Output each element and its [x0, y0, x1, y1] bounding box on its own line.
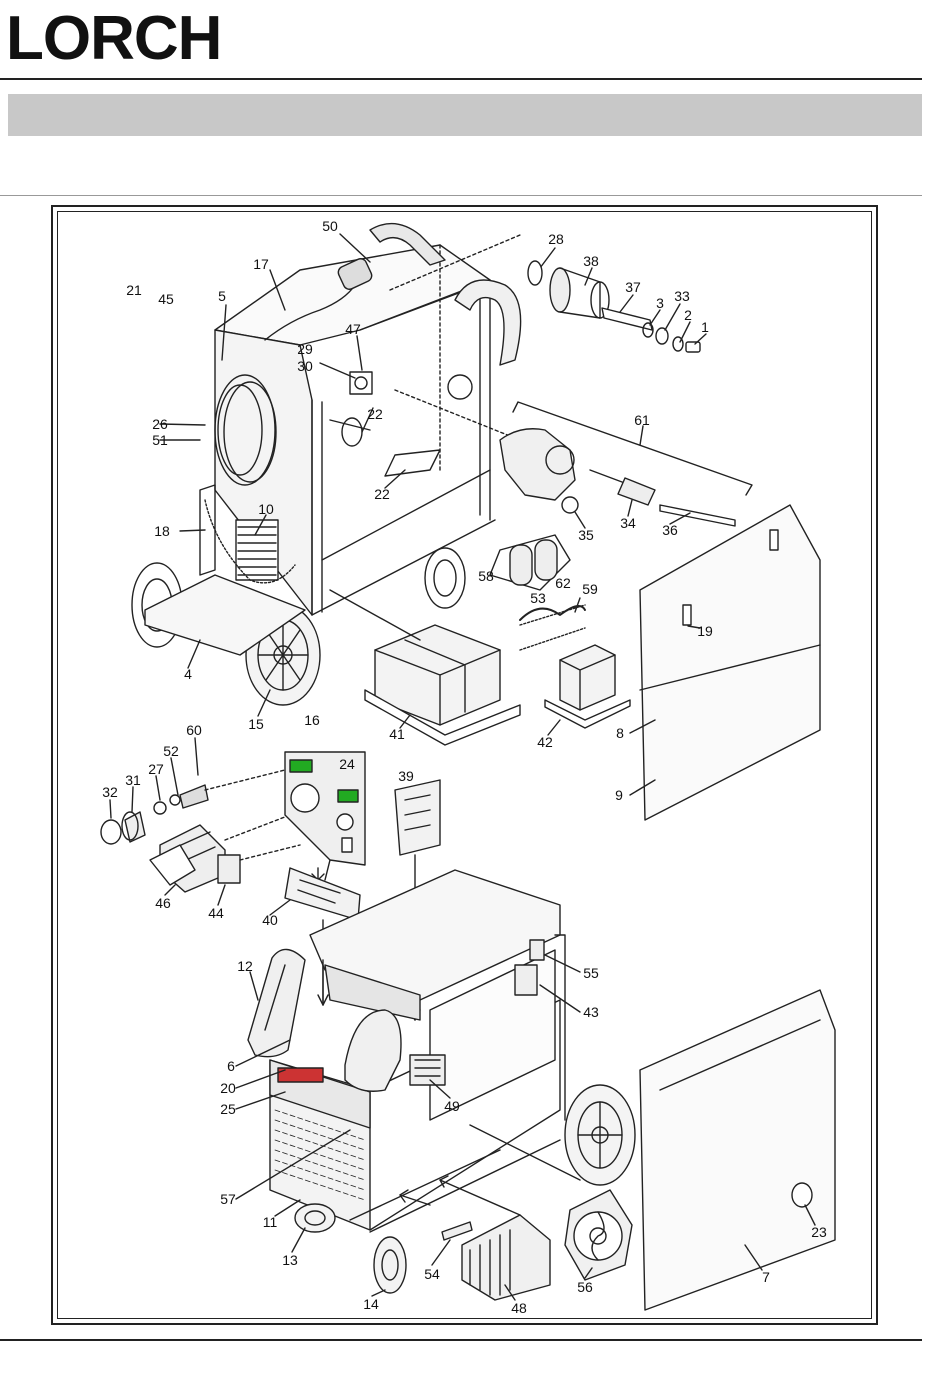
callout-label: 36	[662, 522, 678, 538]
callout-label: 53	[530, 590, 546, 606]
callout-label: 39	[398, 768, 414, 784]
callout-label: 61	[634, 412, 650, 428]
callout-label: 1	[701, 319, 709, 335]
callout-label: 50	[322, 218, 338, 234]
callout-label: 24	[339, 756, 355, 772]
callout-label: 5	[218, 288, 226, 304]
callout-label: 27	[148, 761, 164, 777]
callout-label: 62	[555, 575, 571, 591]
callout-label: 23	[811, 1224, 827, 1240]
callout-label: 25	[220, 1101, 236, 1117]
heatsink-parts	[432, 1215, 550, 1300]
callout-label: 16	[304, 712, 320, 728]
callout-label: 44	[208, 905, 224, 921]
callout-label: 29	[297, 341, 313, 357]
callout-label: 28	[548, 231, 564, 247]
callout-label: 45	[158, 291, 174, 307]
auxiliary-transformer	[545, 645, 630, 735]
callout-label: 32	[102, 784, 118, 800]
callout-label: 37	[625, 279, 641, 295]
callout-label: 12	[237, 958, 253, 974]
callout-label: 38	[583, 253, 599, 269]
callout-label: 14	[363, 1296, 379, 1312]
callout-label: 4	[184, 666, 192, 682]
callout-label: 47	[345, 321, 361, 337]
callout-label: 15	[248, 716, 264, 732]
side-panel-upper	[630, 505, 820, 820]
callout-label: 17	[253, 256, 269, 272]
callout-label: 56	[577, 1279, 593, 1295]
callout-label: 40	[262, 912, 278, 928]
callout-label: 60	[186, 722, 202, 738]
upper-chassis	[132, 224, 555, 716]
callout-label: 26	[152, 416, 168, 432]
callout-label: 58	[478, 568, 494, 584]
callout-label: 3	[656, 295, 664, 311]
callout-label: 13	[282, 1252, 298, 1268]
control-parts	[101, 738, 300, 905]
callout-label: 11	[263, 1214, 278, 1230]
callout-label: 33	[674, 288, 690, 304]
callout-label: 35	[578, 527, 594, 543]
callout-label: 41	[389, 726, 405, 742]
footer-rule	[0, 1339, 922, 1341]
callout-label: 48	[511, 1300, 527, 1316]
callout-label: 7	[762, 1269, 770, 1285]
callout-label: 34	[620, 515, 636, 531]
callout-label: 59	[582, 581, 598, 597]
callout-label: 21	[126, 282, 142, 298]
callout-label: 22	[374, 486, 390, 502]
callout-label: 52	[163, 743, 179, 759]
callout-label: 2	[684, 307, 692, 323]
callout-label: 6	[227, 1058, 235, 1074]
callout-label: 18	[154, 523, 170, 539]
callout-label: 57	[220, 1191, 236, 1207]
callout-label: 22	[367, 406, 383, 422]
side-panel-lower	[640, 990, 835, 1310]
callout-label: 49	[444, 1098, 460, 1114]
callout-label: 8	[616, 725, 624, 741]
callout-label: 43	[583, 1004, 599, 1020]
callout-label: 9	[615, 787, 623, 803]
main-transformer	[330, 590, 520, 745]
callout-label: 42	[537, 734, 553, 750]
callout-label: 46	[155, 895, 171, 911]
callout-label: 30	[297, 358, 313, 374]
callout-label: 20	[220, 1080, 236, 1096]
callout-label: 31	[125, 772, 141, 788]
callout-label: 51	[152, 432, 168, 448]
cooling-fan	[565, 1190, 632, 1280]
callout-label: 19	[697, 623, 713, 639]
wire-feed-unit	[395, 390, 752, 528]
callout-label: 54	[424, 1266, 440, 1282]
callout-label: 55	[583, 965, 599, 981]
callout-label: 10	[258, 501, 274, 517]
